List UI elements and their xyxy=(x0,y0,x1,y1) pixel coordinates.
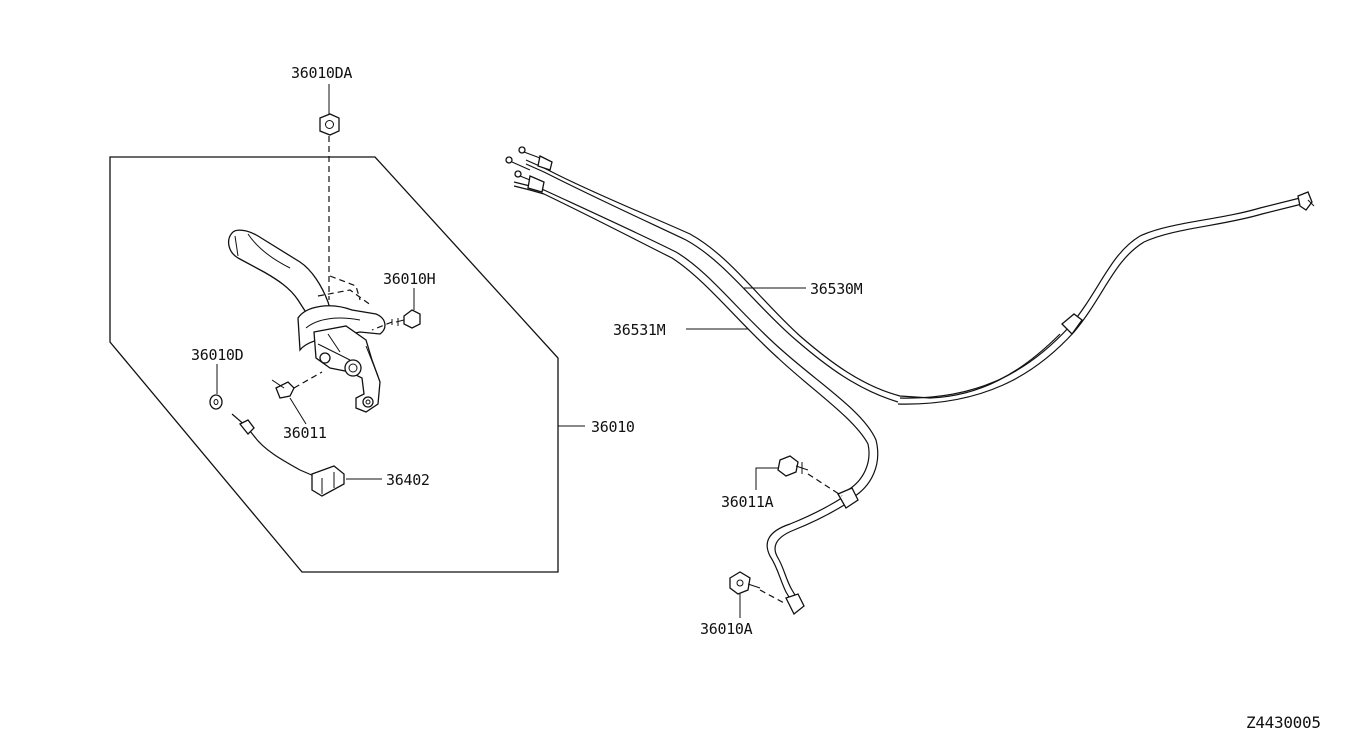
label-36530m: 36530M xyxy=(810,280,863,298)
washer-36010d[interactable] xyxy=(209,394,223,410)
label-36402: 36402 xyxy=(386,471,430,489)
label-36010d: 36010D xyxy=(191,346,244,364)
assembly-boundary xyxy=(109,156,559,573)
nut-36010da[interactable] xyxy=(319,113,340,136)
cable-bracket-upper xyxy=(837,487,859,509)
bolt-36011a-leader-line xyxy=(755,467,778,490)
bolt-36010a[interactable] xyxy=(729,571,761,595)
label-36010h: 36010H xyxy=(383,270,436,288)
bolt-36011a-dashed-line xyxy=(807,473,843,497)
label-36011a: 36011A xyxy=(721,493,774,511)
label-36010a: 36010A xyxy=(700,620,753,638)
diagram-code: Z4430005 xyxy=(1246,713,1321,732)
rear-cable-right-end xyxy=(1297,191,1315,211)
rear-cable-clamp xyxy=(1061,313,1083,336)
parking-brake-lever[interactable] xyxy=(227,229,386,413)
switch-36402[interactable] xyxy=(231,413,345,497)
label-36010da: 36010DA xyxy=(291,64,352,82)
label-36531m: 36531M xyxy=(613,321,666,339)
clip-leader-line xyxy=(289,397,307,425)
clip-dashed-line xyxy=(293,371,323,389)
bolt-36010a-dashed-line xyxy=(759,589,787,605)
cable-front-fittings xyxy=(505,146,553,193)
bolt-36010h[interactable] xyxy=(391,309,421,329)
cable-lower-run[interactable] xyxy=(766,493,849,603)
rear-cable-right[interactable] xyxy=(899,197,1301,399)
label-36011: 36011 xyxy=(283,424,327,442)
bolt-36010h-dashed-line xyxy=(371,321,393,331)
rear-cable-right-inner xyxy=(897,203,1303,405)
clip-36011[interactable] xyxy=(271,379,295,399)
brake-cable-36531m[interactable] xyxy=(513,181,879,499)
bolt-36011a[interactable] xyxy=(777,455,809,477)
label-36010: 36010 xyxy=(591,418,635,436)
cable-lower-run-inner xyxy=(774,499,853,601)
cable-bracket-lower xyxy=(785,593,805,616)
brake-cable-36530m[interactable] xyxy=(525,159,1061,403)
